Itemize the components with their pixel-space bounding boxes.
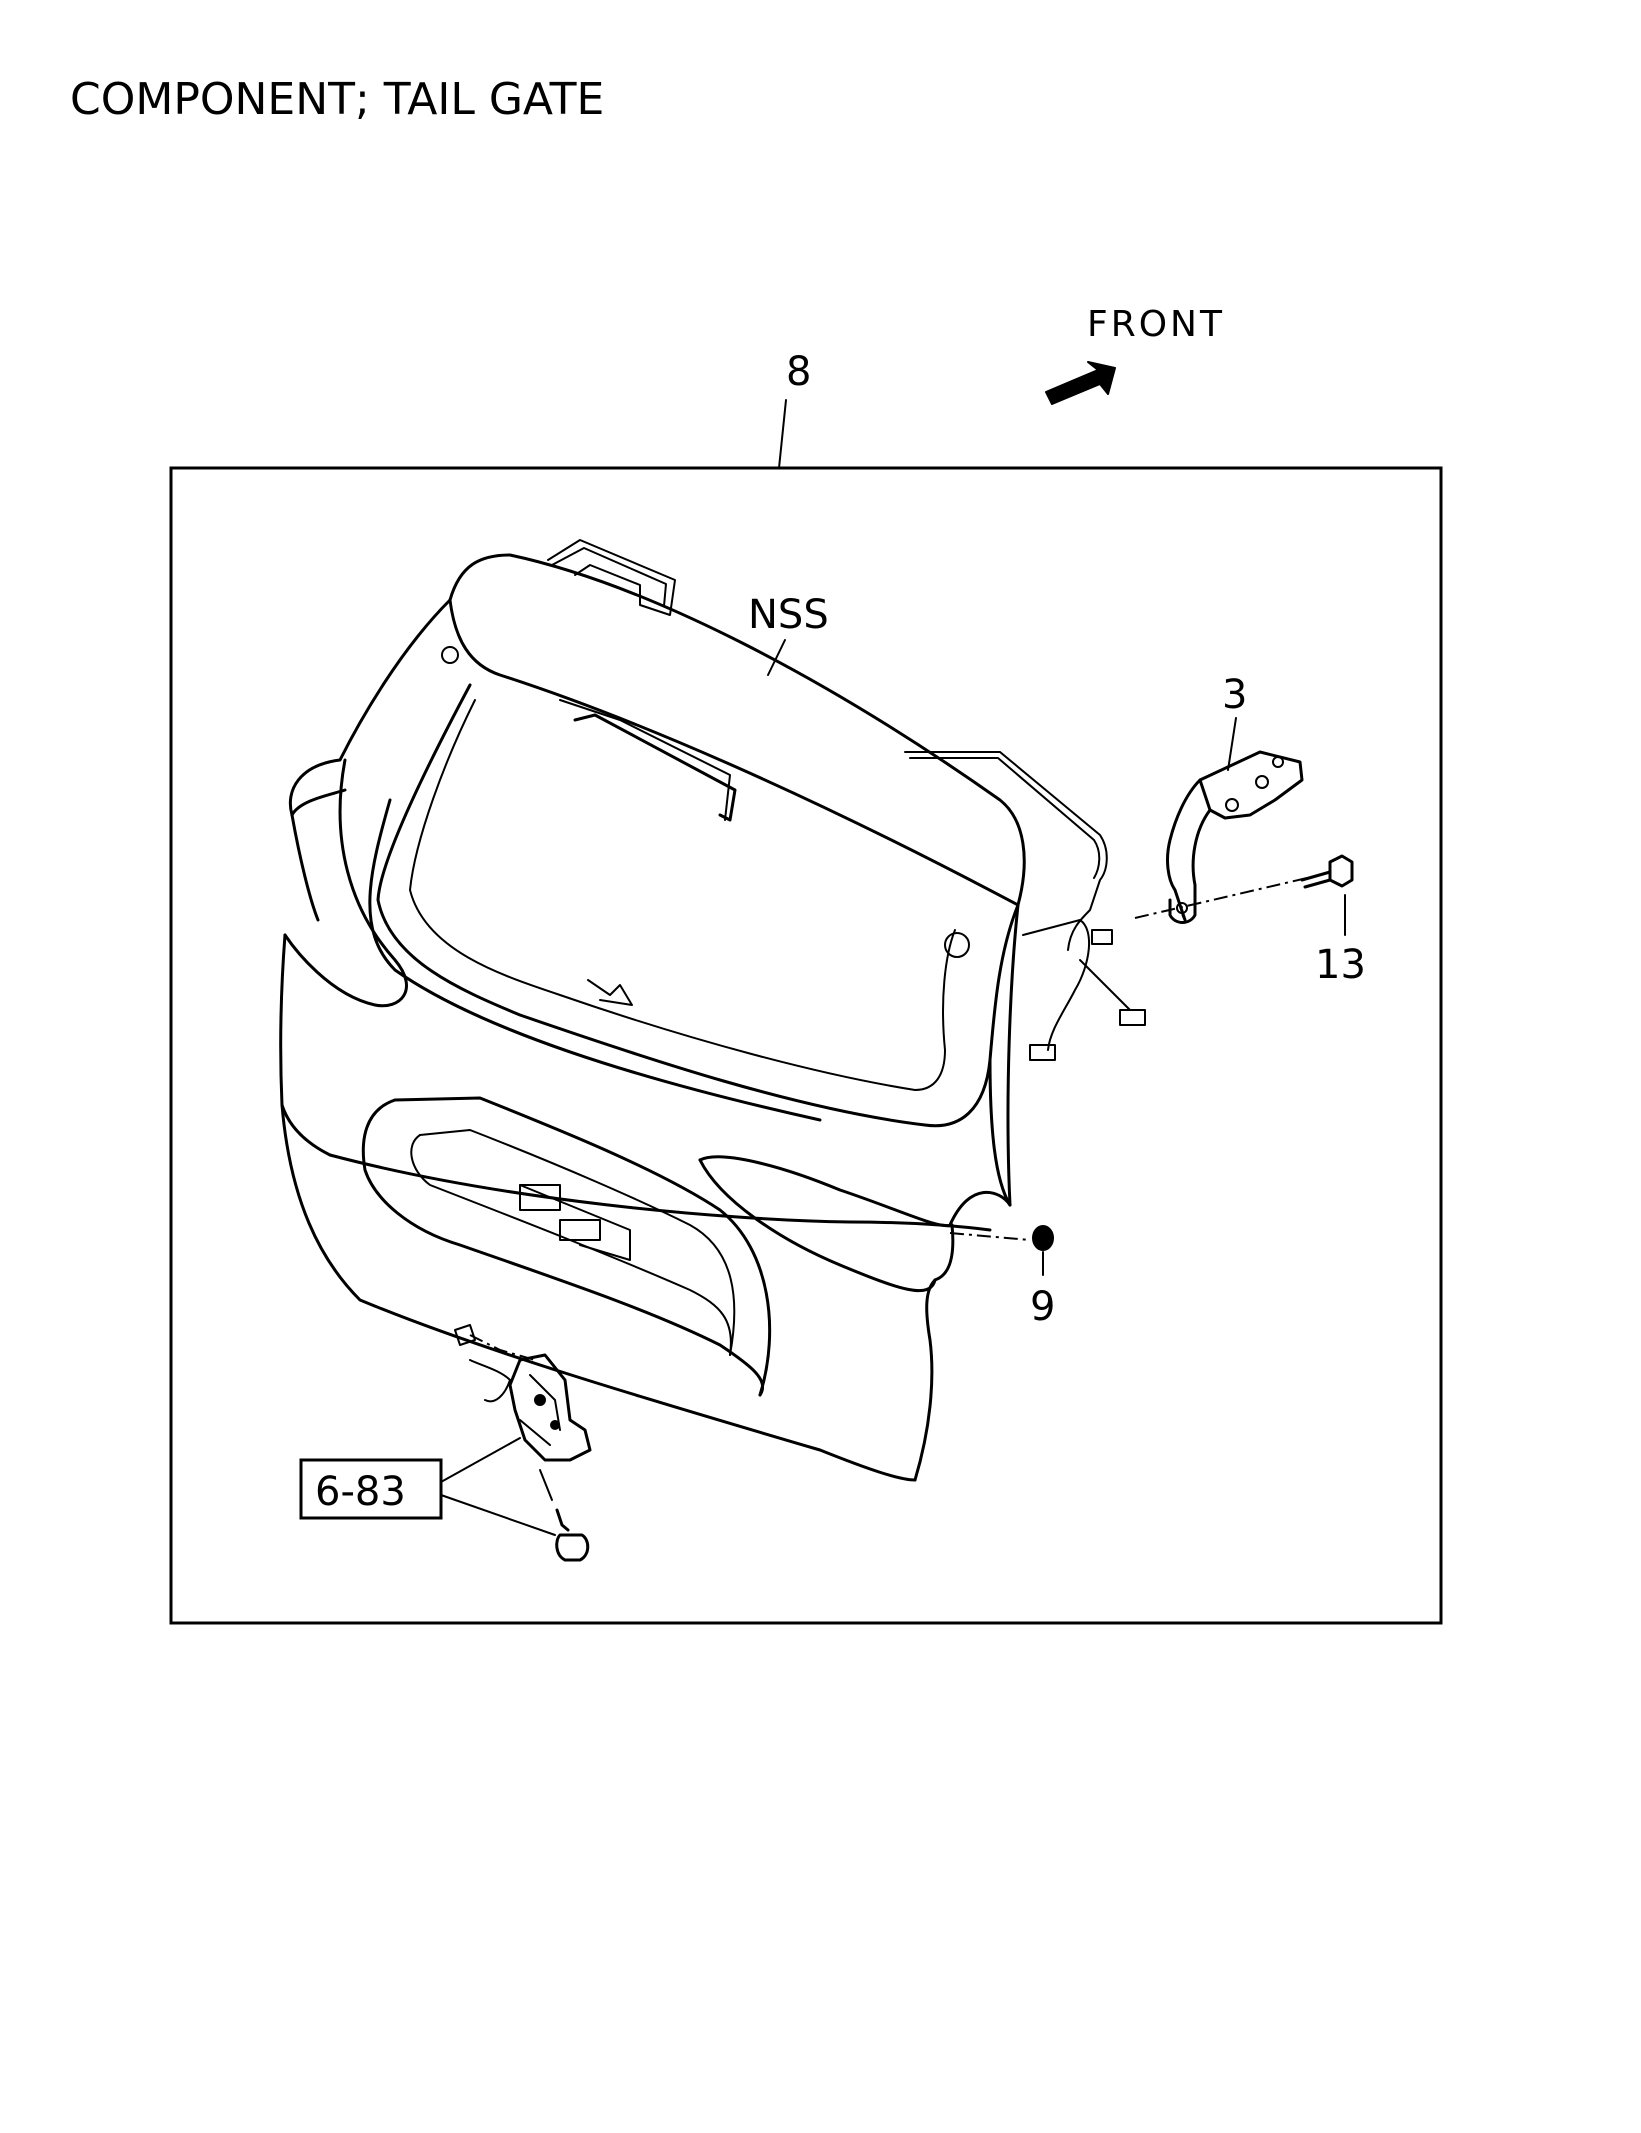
bumper	[1032, 1225, 1054, 1251]
page-title: COMPONENT; TAIL GATE	[70, 74, 605, 125]
wire-harness	[904, 751, 1146, 1061]
leader-dash-13	[1134, 874, 1321, 919]
front-label: FRONT	[1087, 304, 1225, 345]
callout-3: 3	[1222, 672, 1247, 718]
leader-6-83-a	[440, 1437, 521, 1483]
callout-9: 9	[1030, 1284, 1055, 1330]
hinge	[1166, 750, 1304, 924]
tail-gate-panel	[279, 539, 1026, 1482]
front-arrow-icon	[1045, 361, 1116, 405]
lock-assembly	[454, 1324, 592, 1562]
callout-6-83: 6-83	[315, 1469, 406, 1515]
callout-8: 8	[786, 349, 811, 395]
lock-reference-box	[299, 1458, 443, 1520]
assembly-frame	[169, 466, 1443, 1625]
callout-13: 13	[1315, 942, 1366, 988]
leader-8	[778, 399, 787, 469]
callout-nss: NSS	[748, 592, 829, 638]
leader-nss	[767, 639, 786, 676]
bolt	[1300, 854, 1354, 889]
leader-6-83-b	[440, 1494, 556, 1536]
leader-dash-9	[949, 1232, 1031, 1241]
leader-3	[1227, 717, 1237, 771]
